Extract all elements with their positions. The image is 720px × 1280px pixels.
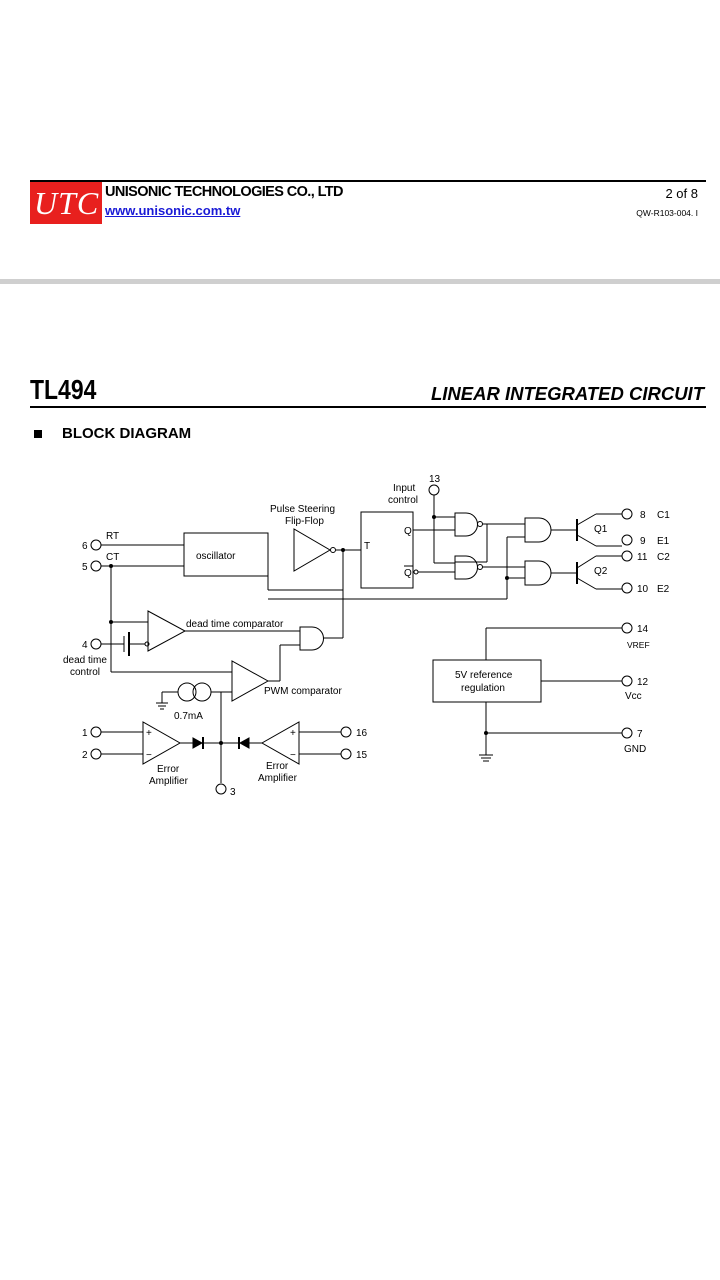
gnd-label: GND: [624, 744, 646, 755]
header-rule: [30, 180, 706, 182]
pin-6-label: 6: [82, 541, 88, 552]
pin-13-label: 13: [429, 474, 441, 485]
pin-14-label: 14: [637, 624, 649, 635]
pin-12-label: 12: [637, 677, 649, 688]
q1-label: Q1: [594, 524, 608, 535]
page-number: 2 of 8: [665, 186, 698, 201]
ct-label: CT: [106, 552, 119, 563]
flip-flop-t-label: T: [364, 541, 370, 552]
error-amp-left-minus: −: [146, 750, 152, 761]
reference-block: [432, 659, 542, 703]
pin-4-label: 4: [82, 640, 88, 651]
pin-3-label: 3: [230, 787, 236, 798]
c1-label: C1: [657, 510, 670, 521]
pwm-comparator: [231, 660, 270, 702]
pulse-steering-buffer: [293, 528, 331, 572]
page-divider: [0, 279, 720, 284]
pulse-steering-label: Pulse Steering: [270, 504, 335, 515]
regulation-label: regulation: [461, 683, 505, 694]
input-control-label-2: control: [388, 495, 418, 506]
dead-time-comparator: [147, 610, 187, 652]
dead-time-control-label-2: control: [70, 667, 100, 678]
flip-flop-qbar-label: Q: [404, 568, 412, 579]
error-amplifier-right: [260, 721, 300, 765]
section-heading: BLOCK DIAGRAM: [62, 425, 192, 442]
error-amp-right-label-2: Amplifier: [258, 773, 298, 784]
c2-label: C2: [657, 552, 670, 563]
error-amp-left-label: Error: [157, 764, 180, 775]
pin-13: [428, 484, 440, 496]
oscillator-block: [183, 532, 269, 577]
q2-label: Q2: [594, 566, 608, 577]
pin-16-label: 16: [356, 728, 368, 739]
pin-11: [621, 550, 633, 562]
company-name: UNISONIC TECHNOLOGIES CO., LTD: [105, 184, 344, 200]
pin-7-label: 7: [637, 729, 643, 740]
pin-2: [90, 748, 102, 760]
pin-12: [621, 675, 633, 687]
and-gate-bottom: [524, 560, 552, 586]
pin-9: [621, 534, 633, 546]
error-amp-right-label: Error: [266, 761, 289, 772]
nand-gate-top: [454, 512, 478, 537]
e2-label: E2: [657, 584, 670, 595]
flip-flop-q-label: Q: [404, 526, 412, 537]
error-amp-left-label-2: Amplifier: [149, 776, 189, 787]
pin-2-label: 2: [82, 750, 88, 761]
input-control-label: Input: [393, 483, 415, 494]
pin-5-label: 5: [82, 562, 88, 573]
utc-logo: UTC: [30, 182, 102, 224]
part-number: TL494: [30, 374, 97, 405]
pin-9-label: 9: [640, 536, 646, 547]
pin-3: [215, 783, 227, 795]
pin-11-label: 11: [637, 552, 648, 563]
pin-10: [621, 582, 633, 594]
rt-label: RT: [106, 531, 119, 542]
error-amplifier-left: [142, 721, 182, 765]
error-amp-right-minus: −: [290, 750, 296, 761]
nand-gate-bottom: [454, 555, 478, 580]
document-number: QW-R103-004. I: [636, 208, 698, 218]
pwm-comparator-label: PWM comparator: [264, 686, 342, 697]
pin-6: [90, 539, 102, 551]
flip-flop-label: Flip-Flop: [285, 516, 324, 527]
oscillator-label: oscillator: [196, 551, 236, 562]
reference-label: 5V reference: [455, 670, 513, 681]
pin-1: [90, 726, 102, 738]
and-gate-top: [524, 517, 552, 543]
vcc-label: Vcc: [625, 691, 642, 702]
pin-10-label: 10: [637, 584, 649, 595]
pin-8-label: 8: [640, 510, 646, 521]
product-category: LINEAR INTEGRATED CIRCUIT: [430, 383, 704, 404]
dead-time-and-gate: [299, 626, 324, 651]
error-amp-left-plus: +: [146, 728, 152, 739]
pin-1-label: 1: [82, 728, 88, 739]
pin-16: [340, 726, 352, 738]
flip-flop-block: [360, 511, 414, 589]
vref-label: VREF: [627, 640, 650, 650]
error-amp-right-plus: +: [290, 728, 296, 739]
pin-15-label: 15: [356, 750, 368, 761]
title-rule: [30, 406, 706, 408]
bullet-icon: [34, 430, 42, 438]
e1-label: E1: [657, 536, 670, 547]
current-source-label: 0.7mA: [174, 711, 203, 722]
pin-14: [621, 622, 633, 634]
website-link[interactable]: www.unisonic.com.tw: [105, 203, 241, 218]
pin-7: [621, 727, 633, 739]
pin-4: [90, 638, 102, 650]
pin-8: [621, 508, 633, 520]
dead-time-comparator-label: dead time comparator: [186, 619, 284, 630]
dead-time-control-label: dead time: [63, 655, 107, 666]
pin-5: [90, 560, 102, 572]
pin-15: [340, 748, 352, 760]
